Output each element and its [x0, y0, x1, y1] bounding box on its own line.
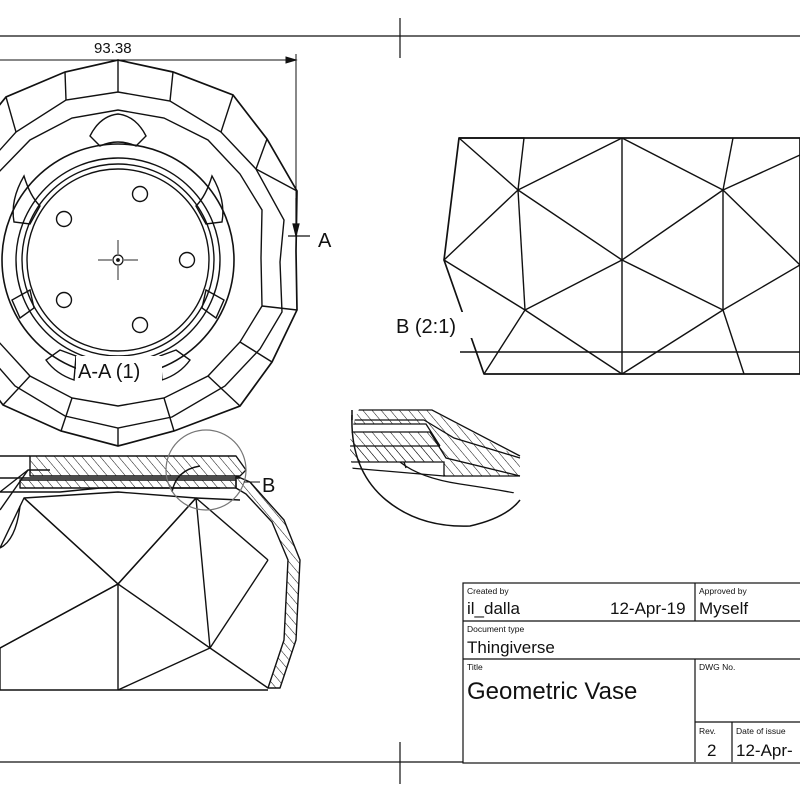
detail-b-view — [350, 409, 521, 527]
section-aa-view — [0, 59, 298, 447]
section-view-label: A-A (1) — [78, 361, 140, 383]
detail-circle-b — [165, 429, 247, 511]
rev-value: 2 — [707, 741, 716, 760]
rev-label: Rev. — [699, 726, 716, 736]
section-label-backdrop — [76, 356, 162, 382]
created-date: 12-Apr-19 — [610, 599, 686, 618]
date-of-issue-label: Date of issue — [736, 726, 786, 736]
width-dimension — [0, 54, 298, 225]
approved-by-label: Approved by — [699, 586, 747, 596]
title-label: Title — [467, 662, 483, 672]
center-mark — [98, 240, 138, 280]
approved-by-name: Myself — [699, 599, 748, 618]
document-type-label: Document type — [467, 624, 524, 634]
dimension-value: 93.38 — [94, 40, 132, 57]
detail-label-backdrop — [394, 312, 474, 338]
front-section-view — [0, 455, 301, 691]
created-by-name: il_dalla — [467, 599, 520, 618]
detail-view-label: B (2:1) — [396, 316, 456, 338]
section-marker-label: A — [318, 230, 332, 252]
detail-marker-label: B — [262, 475, 275, 497]
dwg-no-label: DWG No. — [699, 662, 735, 672]
date-of-issue-value: 12-Apr- — [736, 741, 793, 760]
side-view — [443, 137, 800, 375]
document-type-value: Thingiverse — [467, 638, 555, 657]
created-by-label: Created by — [467, 586, 509, 596]
drawing-title: Geometric Vase — [467, 678, 637, 705]
section-marker-arrow — [288, 198, 310, 237]
title-block — [462, 582, 800, 764]
